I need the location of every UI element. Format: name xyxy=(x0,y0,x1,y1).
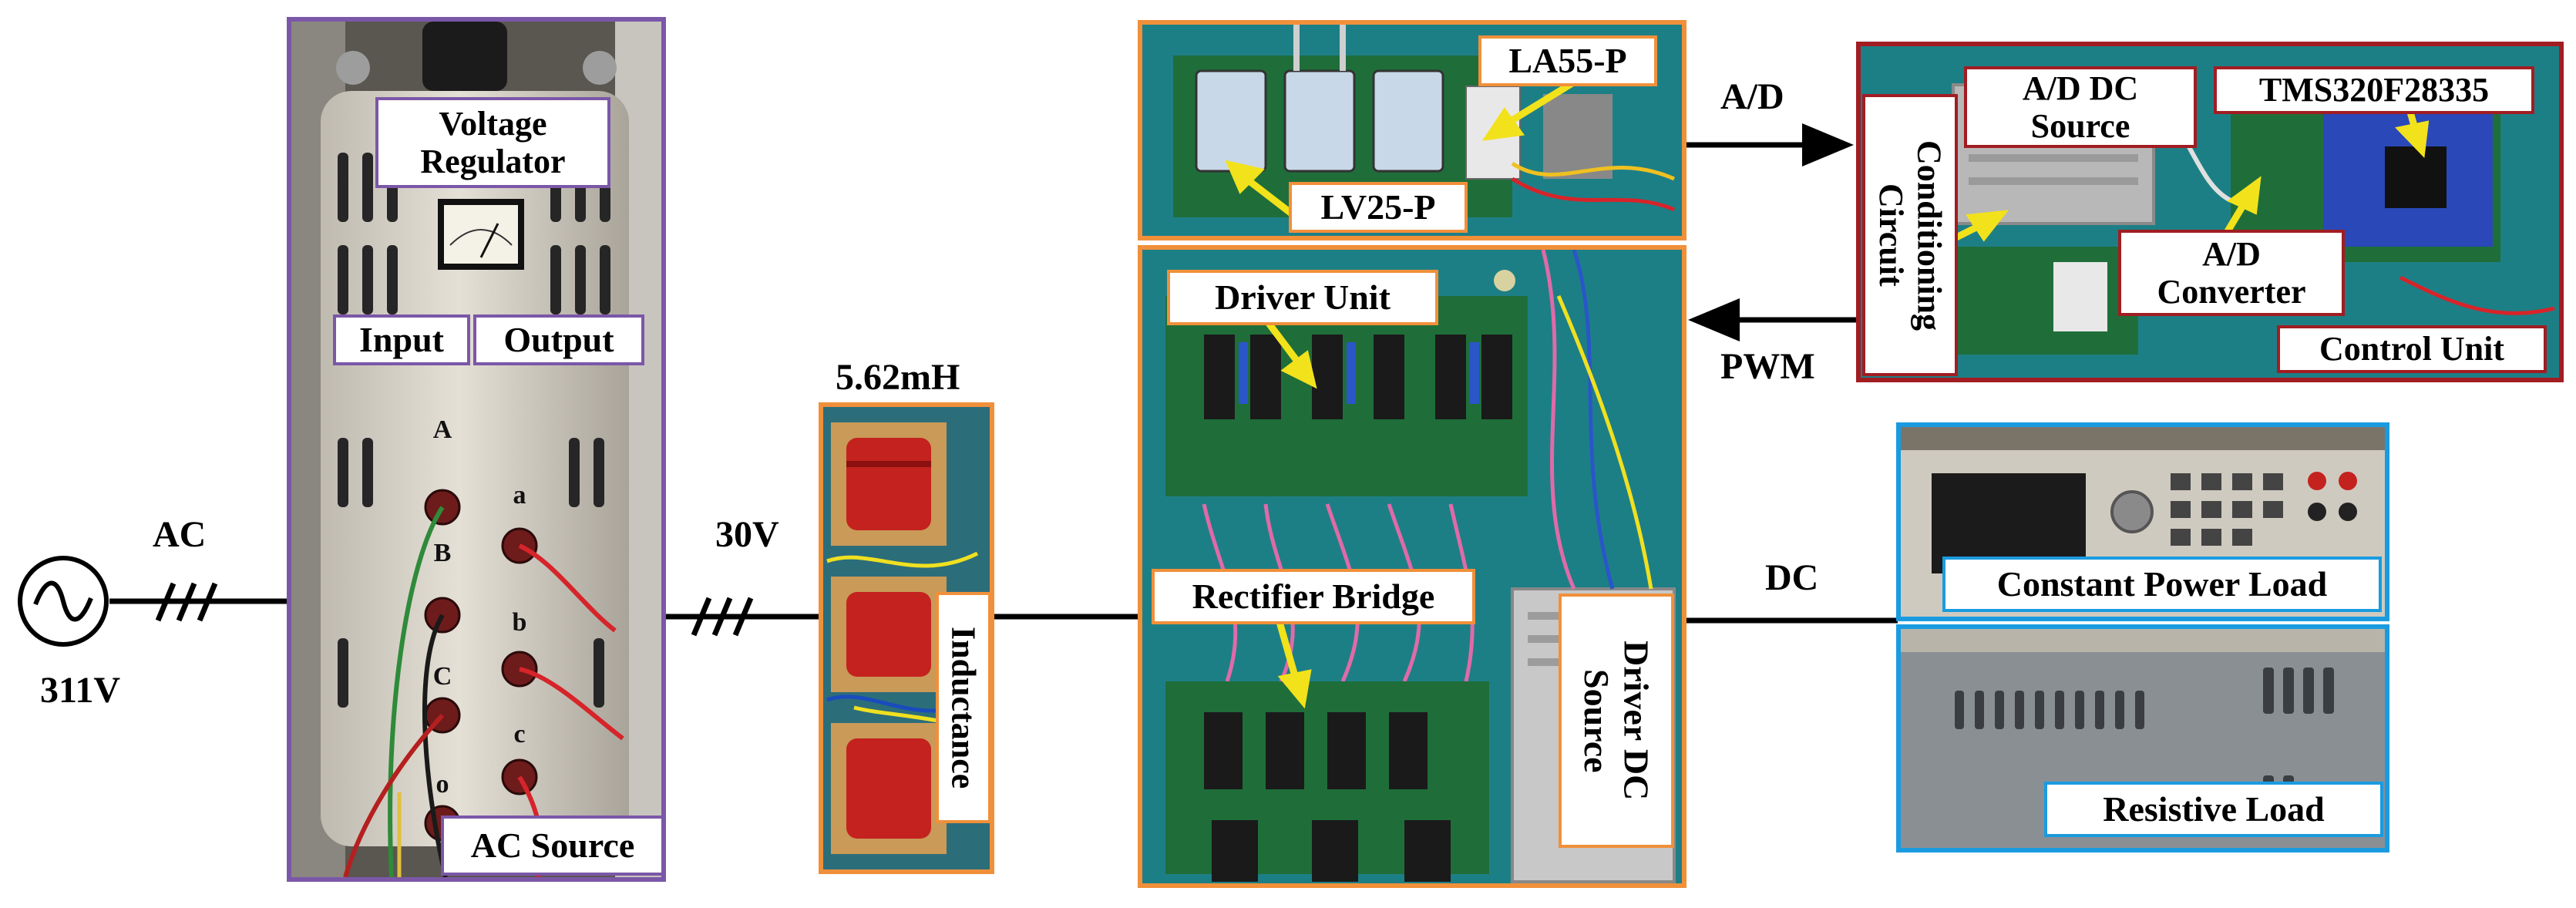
terminal-b: b xyxy=(513,608,527,637)
la55-label: LA55-P xyxy=(1478,35,1657,86)
terminal-B: B xyxy=(434,539,452,567)
ac-source-label: AC Source xyxy=(441,816,664,876)
voltage-regulator-label: Voltage Regulator xyxy=(375,97,610,188)
constant-power-load-label: Constant Power Load xyxy=(1942,557,2382,612)
output-label: Output xyxy=(473,314,644,365)
ad-dc-source-label: A/D DC Source xyxy=(1964,66,2197,148)
lv25-label: LV25-P xyxy=(1289,182,1468,233)
tms320-label: TMS320F28335 xyxy=(2214,66,2534,114)
inductance-value-label: 5.62mH xyxy=(836,357,960,398)
ad-arrow-label: A/D xyxy=(1720,76,1784,117)
voltage-regulator-photo xyxy=(291,22,661,877)
inductor-panel xyxy=(819,402,994,874)
ac-line-label: AC xyxy=(153,514,207,555)
dc-line-label: DC xyxy=(1765,557,1819,598)
terminal-A: A xyxy=(433,415,452,444)
terminal-o: o xyxy=(436,770,449,799)
terminal-letters: A B C o a b c xyxy=(433,415,527,799)
terminal-a: a xyxy=(513,481,526,509)
source-voltage-label: 311V xyxy=(40,670,121,711)
control-unit-label: Control Unit xyxy=(2277,325,2547,373)
ac-source-symbol xyxy=(18,556,109,647)
resistive-load-label: Resistive Load xyxy=(2044,782,2383,837)
resistive-load-photo xyxy=(1901,629,2385,848)
terminal-C: C xyxy=(433,662,452,691)
inductor-photo xyxy=(823,407,990,869)
driver-dc-source-label: Driver DC Source xyxy=(1559,594,1674,848)
terminal-c: c xyxy=(513,720,525,748)
input-label: Input xyxy=(333,314,470,365)
conditioning-circuit-label: Conditioning Circuit xyxy=(1862,94,1958,376)
ad-converter-label: A/D Converter xyxy=(2118,230,2345,316)
driver-unit-label: Driver Unit xyxy=(1167,270,1438,325)
pwm-arrow-label: PWM xyxy=(1720,346,1815,387)
rectifier-bridge-label: Rectifier Bridge xyxy=(1152,569,1475,624)
resistive-load-panel xyxy=(1896,624,2389,853)
mid-voltage-label: 30V xyxy=(715,514,779,555)
inductance-label: Inductance xyxy=(936,592,991,823)
